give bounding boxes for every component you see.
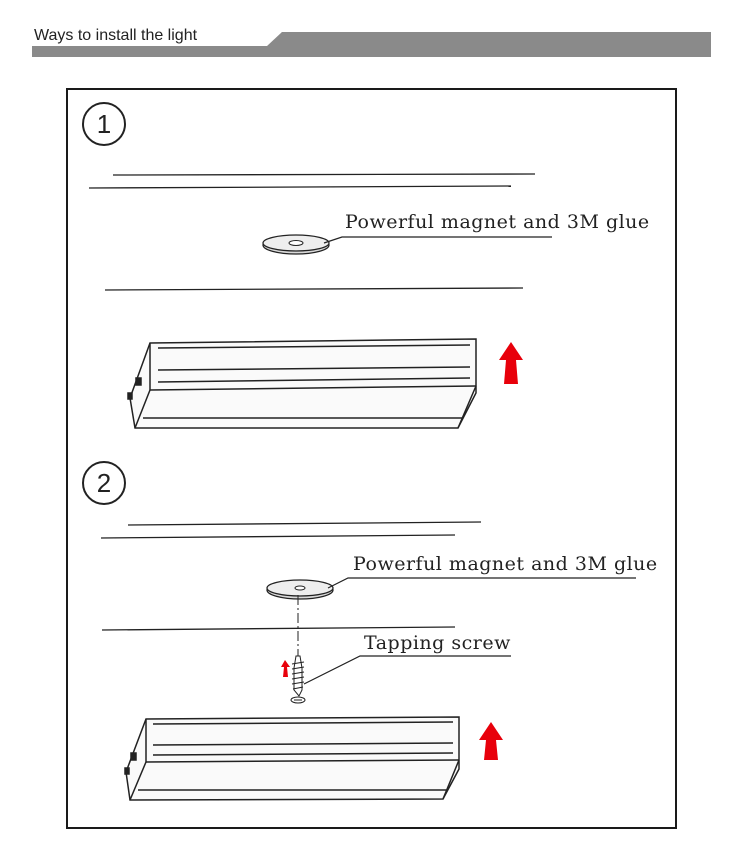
up-arrow-icon [499,342,523,384]
up-arrow-icon [479,722,503,760]
ceiling-lines-step2 [100,521,482,631]
callout-magnet-step2: Powerful magnet and 3M glue [353,553,658,575]
callout-leader-magnet-step2 [327,577,636,589]
callout-leader-step1 [323,236,552,244]
callout-leader-screw [303,655,511,685]
header-bar [32,32,711,57]
ceiling-lines-step1 [88,173,536,291]
up-arrow-icon [281,660,290,677]
step-2-number: 2 [82,461,126,505]
callout-magnet-step1: Powerful magnet and 3M glue [345,211,650,233]
magnet-disc-icon [262,234,330,255]
section-header: Ways to install the light [32,26,711,57]
screw-icon [290,655,306,704]
installation-diagram-frame [66,88,677,829]
light-bar-step1 [127,338,477,429]
magnet-disc-icon [266,579,334,600]
light-bar-step2 [124,716,460,801]
step-1-number: 1 [82,102,126,146]
callout-tapping-screw: Tapping screw [364,632,511,654]
header-title: Ways to install the light [34,27,198,44]
